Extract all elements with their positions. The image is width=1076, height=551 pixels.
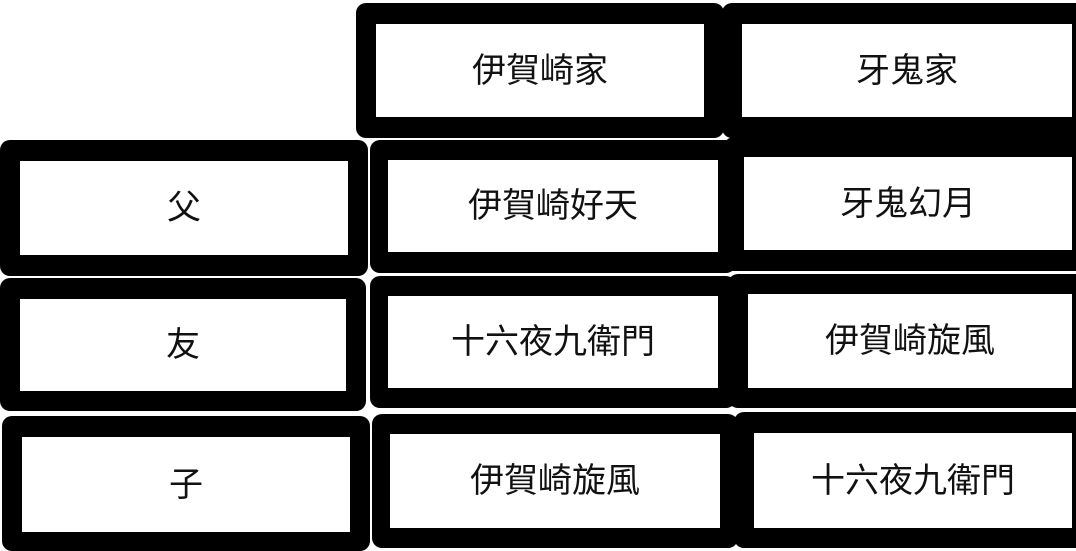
cell-child-family-a: 伊賀崎旋風 [372, 414, 738, 548]
cell-text-child-family-b: 十六夜九衛門 [811, 460, 1015, 501]
cell-text-child-family-a: 伊賀崎旋風 [470, 461, 640, 501]
cell-text-friend-family-a: 十六夜九衛門 [451, 322, 655, 362]
row-label-cell-father: 父 [0, 140, 368, 276]
cell-friend-family-b: 伊賀崎旋風 [728, 274, 1076, 408]
cell-text-friend-family-b: 伊賀崎旋風 [825, 321, 995, 361]
row-label-friend: 友 [166, 325, 200, 365]
cell-father-family-a: 伊賀崎好天 [370, 140, 736, 273]
row-label-cell-child: 子 [2, 416, 370, 551]
cell-text-father-family-b: 牙鬼幻月 [840, 183, 976, 224]
header-label-family-b: 牙鬼家 [856, 50, 958, 91]
row-label-father: 父 [167, 188, 201, 228]
row-label-cell-friend: 友 [0, 278, 366, 411]
header-cell-family-b: 牙鬼家 [722, 3, 1076, 138]
cell-child-family-b: 十六夜九衛門 [734, 412, 1076, 548]
cell-text-father-family-a: 伊賀崎好天 [468, 186, 638, 226]
header-cell-family-a: 伊賀崎家 [356, 3, 724, 138]
cell-father-family-b: 牙鬼幻月 [724, 137, 1076, 271]
header-label-family-a: 伊賀崎家 [472, 50, 608, 91]
cell-friend-family-a: 十六夜九衛門 [370, 276, 736, 408]
row-label-child: 子 [169, 464, 203, 505]
